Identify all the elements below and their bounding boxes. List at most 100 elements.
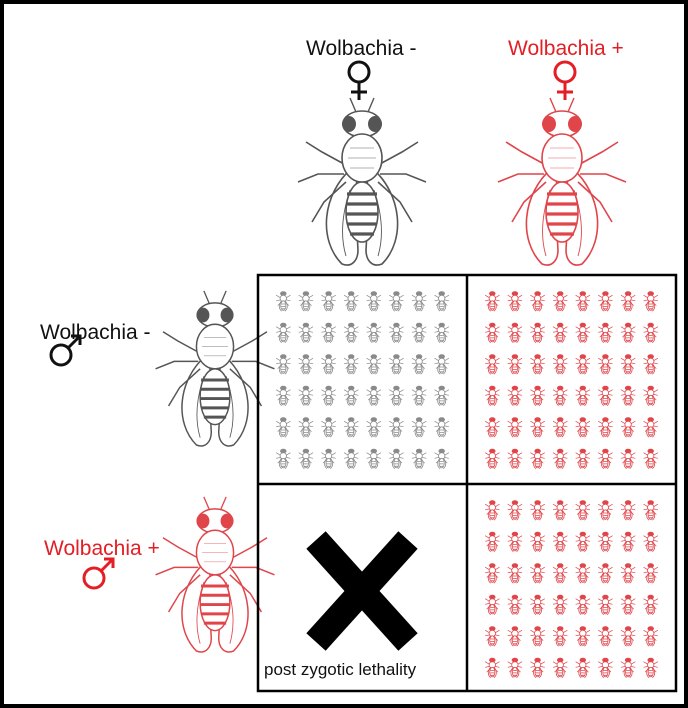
offspring-fly <box>644 417 658 437</box>
offspring-fly <box>299 449 313 469</box>
offspring-fly <box>485 595 499 615</box>
male-fly-infected <box>156 497 275 652</box>
offspring-fly <box>412 417 426 437</box>
offspring-fly <box>508 658 522 678</box>
offspring-fly <box>530 595 544 615</box>
offspring-fly <box>621 323 635 343</box>
offspring-fly <box>321 417 335 437</box>
offspring-fly <box>389 323 403 343</box>
offspring-cell-0 <box>276 291 449 469</box>
offspring-fly <box>276 291 290 311</box>
offspring-fly <box>367 291 381 311</box>
offspring-fly <box>576 626 590 646</box>
offspring-fly <box>485 291 499 311</box>
offspring-fly <box>435 417 449 437</box>
male-fly-uninfected <box>156 291 275 446</box>
offspring-fly <box>598 417 612 437</box>
offspring-fly <box>621 386 635 406</box>
offspring-fly <box>598 500 612 520</box>
offspring-fly <box>621 449 635 469</box>
offspring-fly <box>367 386 381 406</box>
offspring-fly <box>644 500 658 520</box>
offspring-fly <box>598 595 612 615</box>
offspring-fly <box>508 354 522 374</box>
offspring-fly <box>530 386 544 406</box>
offspring-fly <box>530 532 544 552</box>
offspring-fly <box>598 354 612 374</box>
offspring-fly <box>412 449 426 469</box>
offspring-cell-3 <box>485 500 658 678</box>
offspring-fly <box>276 417 290 437</box>
offspring-fly <box>435 386 449 406</box>
offspring-fly <box>508 595 522 615</box>
offspring-fly <box>598 563 612 583</box>
offspring-fly <box>344 417 358 437</box>
offspring-fly <box>321 291 335 311</box>
x-mark-icon <box>316 540 408 642</box>
offspring-fly <box>389 291 403 311</box>
offspring-fly <box>621 500 635 520</box>
offspring-fly <box>598 626 612 646</box>
offspring-fly <box>276 449 290 469</box>
offspring-fly <box>621 626 635 646</box>
offspring-fly <box>530 626 544 646</box>
offspring-fly <box>644 532 658 552</box>
offspring-fly <box>321 323 335 343</box>
offspring-fly <box>389 449 403 469</box>
offspring-fly <box>299 291 313 311</box>
offspring-fly <box>621 354 635 374</box>
offspring-fly <box>644 626 658 646</box>
offspring-fly <box>485 532 499 552</box>
offspring-fly <box>530 563 544 583</box>
offspring-fly <box>553 500 567 520</box>
offspring-fly <box>367 417 381 437</box>
lethality-caption: post zygotic lethality <box>264 660 416 680</box>
offspring-fly <box>621 291 635 311</box>
offspring-fly <box>576 532 590 552</box>
offspring-fly <box>553 291 567 311</box>
offspring-fly <box>344 354 358 374</box>
offspring-fly <box>485 449 499 469</box>
offspring-fly <box>389 417 403 437</box>
offspring-fly <box>508 563 522 583</box>
column-label-uninfected: Wolbachia - <box>306 38 417 59</box>
offspring-fly <box>576 291 590 311</box>
offspring-fly <box>485 354 499 374</box>
offspring-fly <box>553 626 567 646</box>
offspring-fly <box>598 291 612 311</box>
offspring-fly <box>435 323 449 343</box>
offspring-fly <box>553 417 567 437</box>
offspring-fly <box>389 386 403 406</box>
offspring-fly <box>553 532 567 552</box>
offspring-fly <box>553 354 567 374</box>
offspring-fly <box>508 449 522 469</box>
offspring-fly <box>321 449 335 469</box>
offspring-fly <box>530 354 544 374</box>
offspring-fly <box>321 354 335 374</box>
offspring-fly <box>485 386 499 406</box>
offspring-fly <box>644 291 658 311</box>
offspring-fly <box>553 658 567 678</box>
offspring-fly <box>576 417 590 437</box>
offspring-fly <box>530 323 544 343</box>
offspring-fly <box>598 532 612 552</box>
offspring-fly <box>485 563 499 583</box>
offspring-fly <box>530 500 544 520</box>
column-label-infected: Wolbachia + <box>508 38 624 59</box>
offspring-fly <box>553 563 567 583</box>
offspring-fly <box>644 658 658 678</box>
offspring-fly <box>299 354 313 374</box>
offspring-fly <box>644 563 658 583</box>
offspring-fly <box>553 449 567 469</box>
offspring-fly <box>367 323 381 343</box>
offspring-fly <box>621 563 635 583</box>
offspring-fly <box>576 658 590 678</box>
row-label-uninfected: Wolbachia - <box>40 322 151 343</box>
offspring-fly <box>508 291 522 311</box>
offspring-fly <box>644 449 658 469</box>
offspring-fly <box>344 291 358 311</box>
offspring-fly <box>485 658 499 678</box>
offspring-fly <box>644 323 658 343</box>
offspring-fly <box>576 449 590 469</box>
offspring-fly <box>299 323 313 343</box>
